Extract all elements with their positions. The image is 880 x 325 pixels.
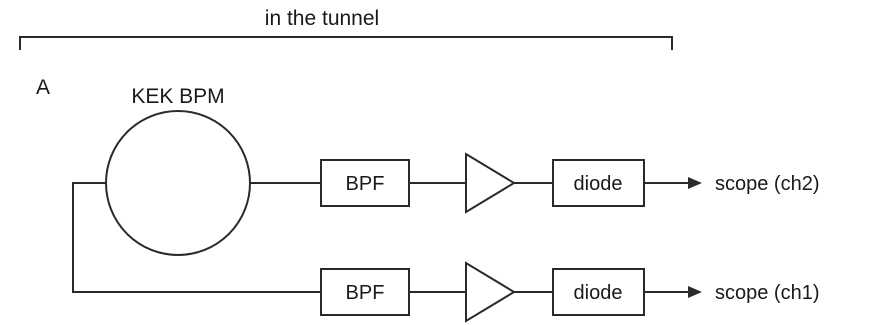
bpm-label: KEK BPM [131, 85, 224, 108]
panel-label: A [36, 76, 50, 99]
scope-label-bottom: scope (ch1) [715, 282, 820, 304]
bpf-box-top [320, 159, 410, 207]
bpf-box-bottom [320, 268, 410, 316]
bpf-label-bottom: BPF [346, 282, 385, 304]
bpm-circle [105, 110, 251, 256]
diode-box-top [552, 159, 645, 207]
tunnel-bracket [19, 36, 673, 50]
bpf-label-top: BPF [346, 173, 385, 195]
amplifier-top-icon [465, 152, 516, 214]
diode-label-top: diode [574, 173, 623, 195]
diode-box-bottom [552, 268, 645, 316]
scope-label-top: scope (ch2) [715, 173, 820, 195]
tunnel-label: in the tunnel [265, 7, 379, 30]
amplifier-bottom-icon [465, 261, 516, 323]
diode-label-bottom: diode [574, 282, 623, 304]
arrowhead-bottom-icon [688, 286, 702, 298]
arrowhead-top-icon [688, 177, 702, 189]
feed-line-bottom [72, 182, 321, 293]
